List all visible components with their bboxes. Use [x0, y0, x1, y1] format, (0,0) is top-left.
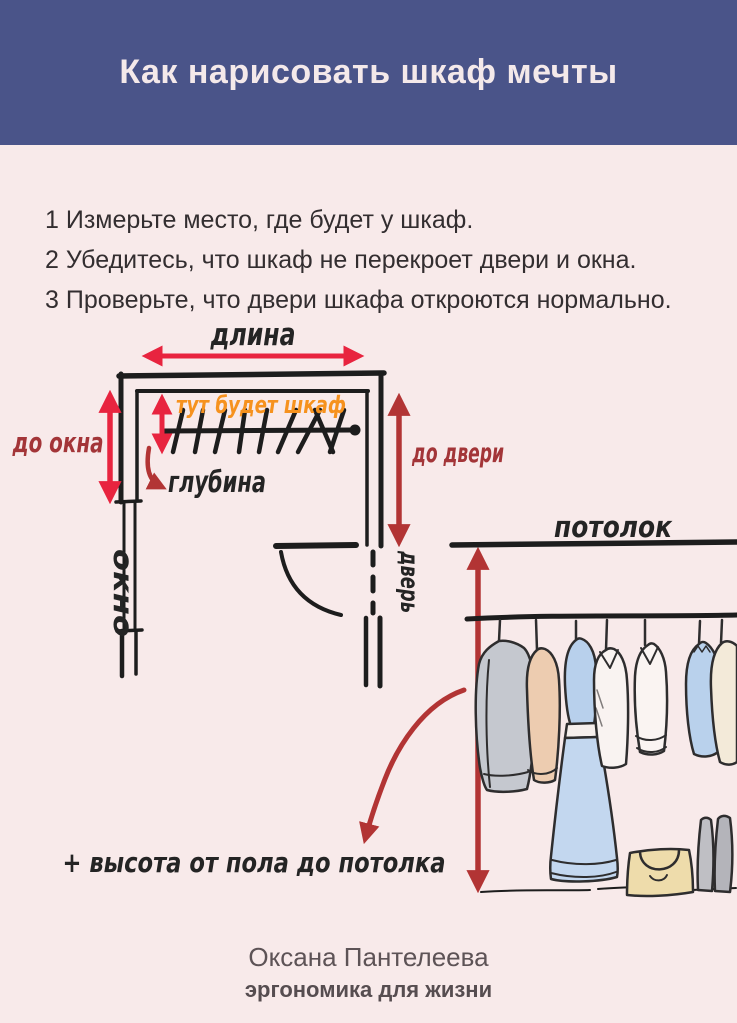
author-tagline: эргономика для жизни — [244, 977, 493, 1002]
blouse-peach — [525, 647, 562, 784]
window-sill-top — [114, 499, 143, 504]
door-jamb-wall — [273, 542, 359, 549]
handbag — [625, 847, 695, 898]
author-name: Оксана Пантелеева — [248, 942, 489, 972]
length-label: длина — [210, 317, 296, 353]
dress-blue — [549, 637, 619, 883]
to-window-label: до окна — [12, 426, 104, 459]
page-title: Как нарисовать шкаф мечты — [119, 53, 618, 91]
step-1: 1 Измерьте место, где будет у шкаф. — [45, 206, 474, 234]
top-white — [633, 642, 669, 756]
step-2: 2 Убедитесь, что шкаф не перекроет двери… — [45, 246, 637, 274]
height-callout-arrow — [359, 687, 467, 845]
measure-arrows — [98, 345, 490, 894]
clothes-sketch — [474, 618, 737, 898]
boots — [696, 814, 734, 894]
depth-callout-arrow — [145, 445, 167, 490]
floor-plan-walls — [114, 370, 387, 689]
ceiling-label: потолок — [554, 510, 673, 544]
coat-tan-right — [709, 640, 737, 766]
wardrobe-diagram: длина до окна тут будет шкаф глубина до … — [12, 317, 737, 898]
wardrobe-here-label: тут будет шкаф — [176, 391, 346, 419]
depth-label: глубина — [168, 465, 266, 499]
step-3: 3 Проверьте, что двери шкафа откроются н… — [45, 286, 672, 314]
coat-gray — [474, 639, 537, 794]
door-swing-arc — [279, 550, 343, 617]
clothes-rail-line — [464, 612, 737, 622]
instruction-steps: 1 Измерьте место, где будет у шкаф. 2 Уб… — [45, 200, 705, 320]
header-banner: Как нарисовать шкаф мечты — [0, 0, 737, 145]
wardrobe-symbol — [159, 407, 361, 455]
height-note-label: + высота от пола до потолка — [63, 846, 446, 879]
diagram-labels: длина до окна тут будет шкаф глубина до … — [12, 317, 673, 879]
coat-white — [592, 647, 630, 769]
to-door-label: до двери — [411, 438, 504, 469]
hanger-hooks — [497, 618, 724, 652]
footer: Оксана Пантелеева эргономика для жизни — [0, 942, 737, 1003]
ceiling-line — [449, 539, 737, 548]
door-label: дверь — [395, 550, 424, 613]
window-label: окно — [107, 549, 138, 637]
